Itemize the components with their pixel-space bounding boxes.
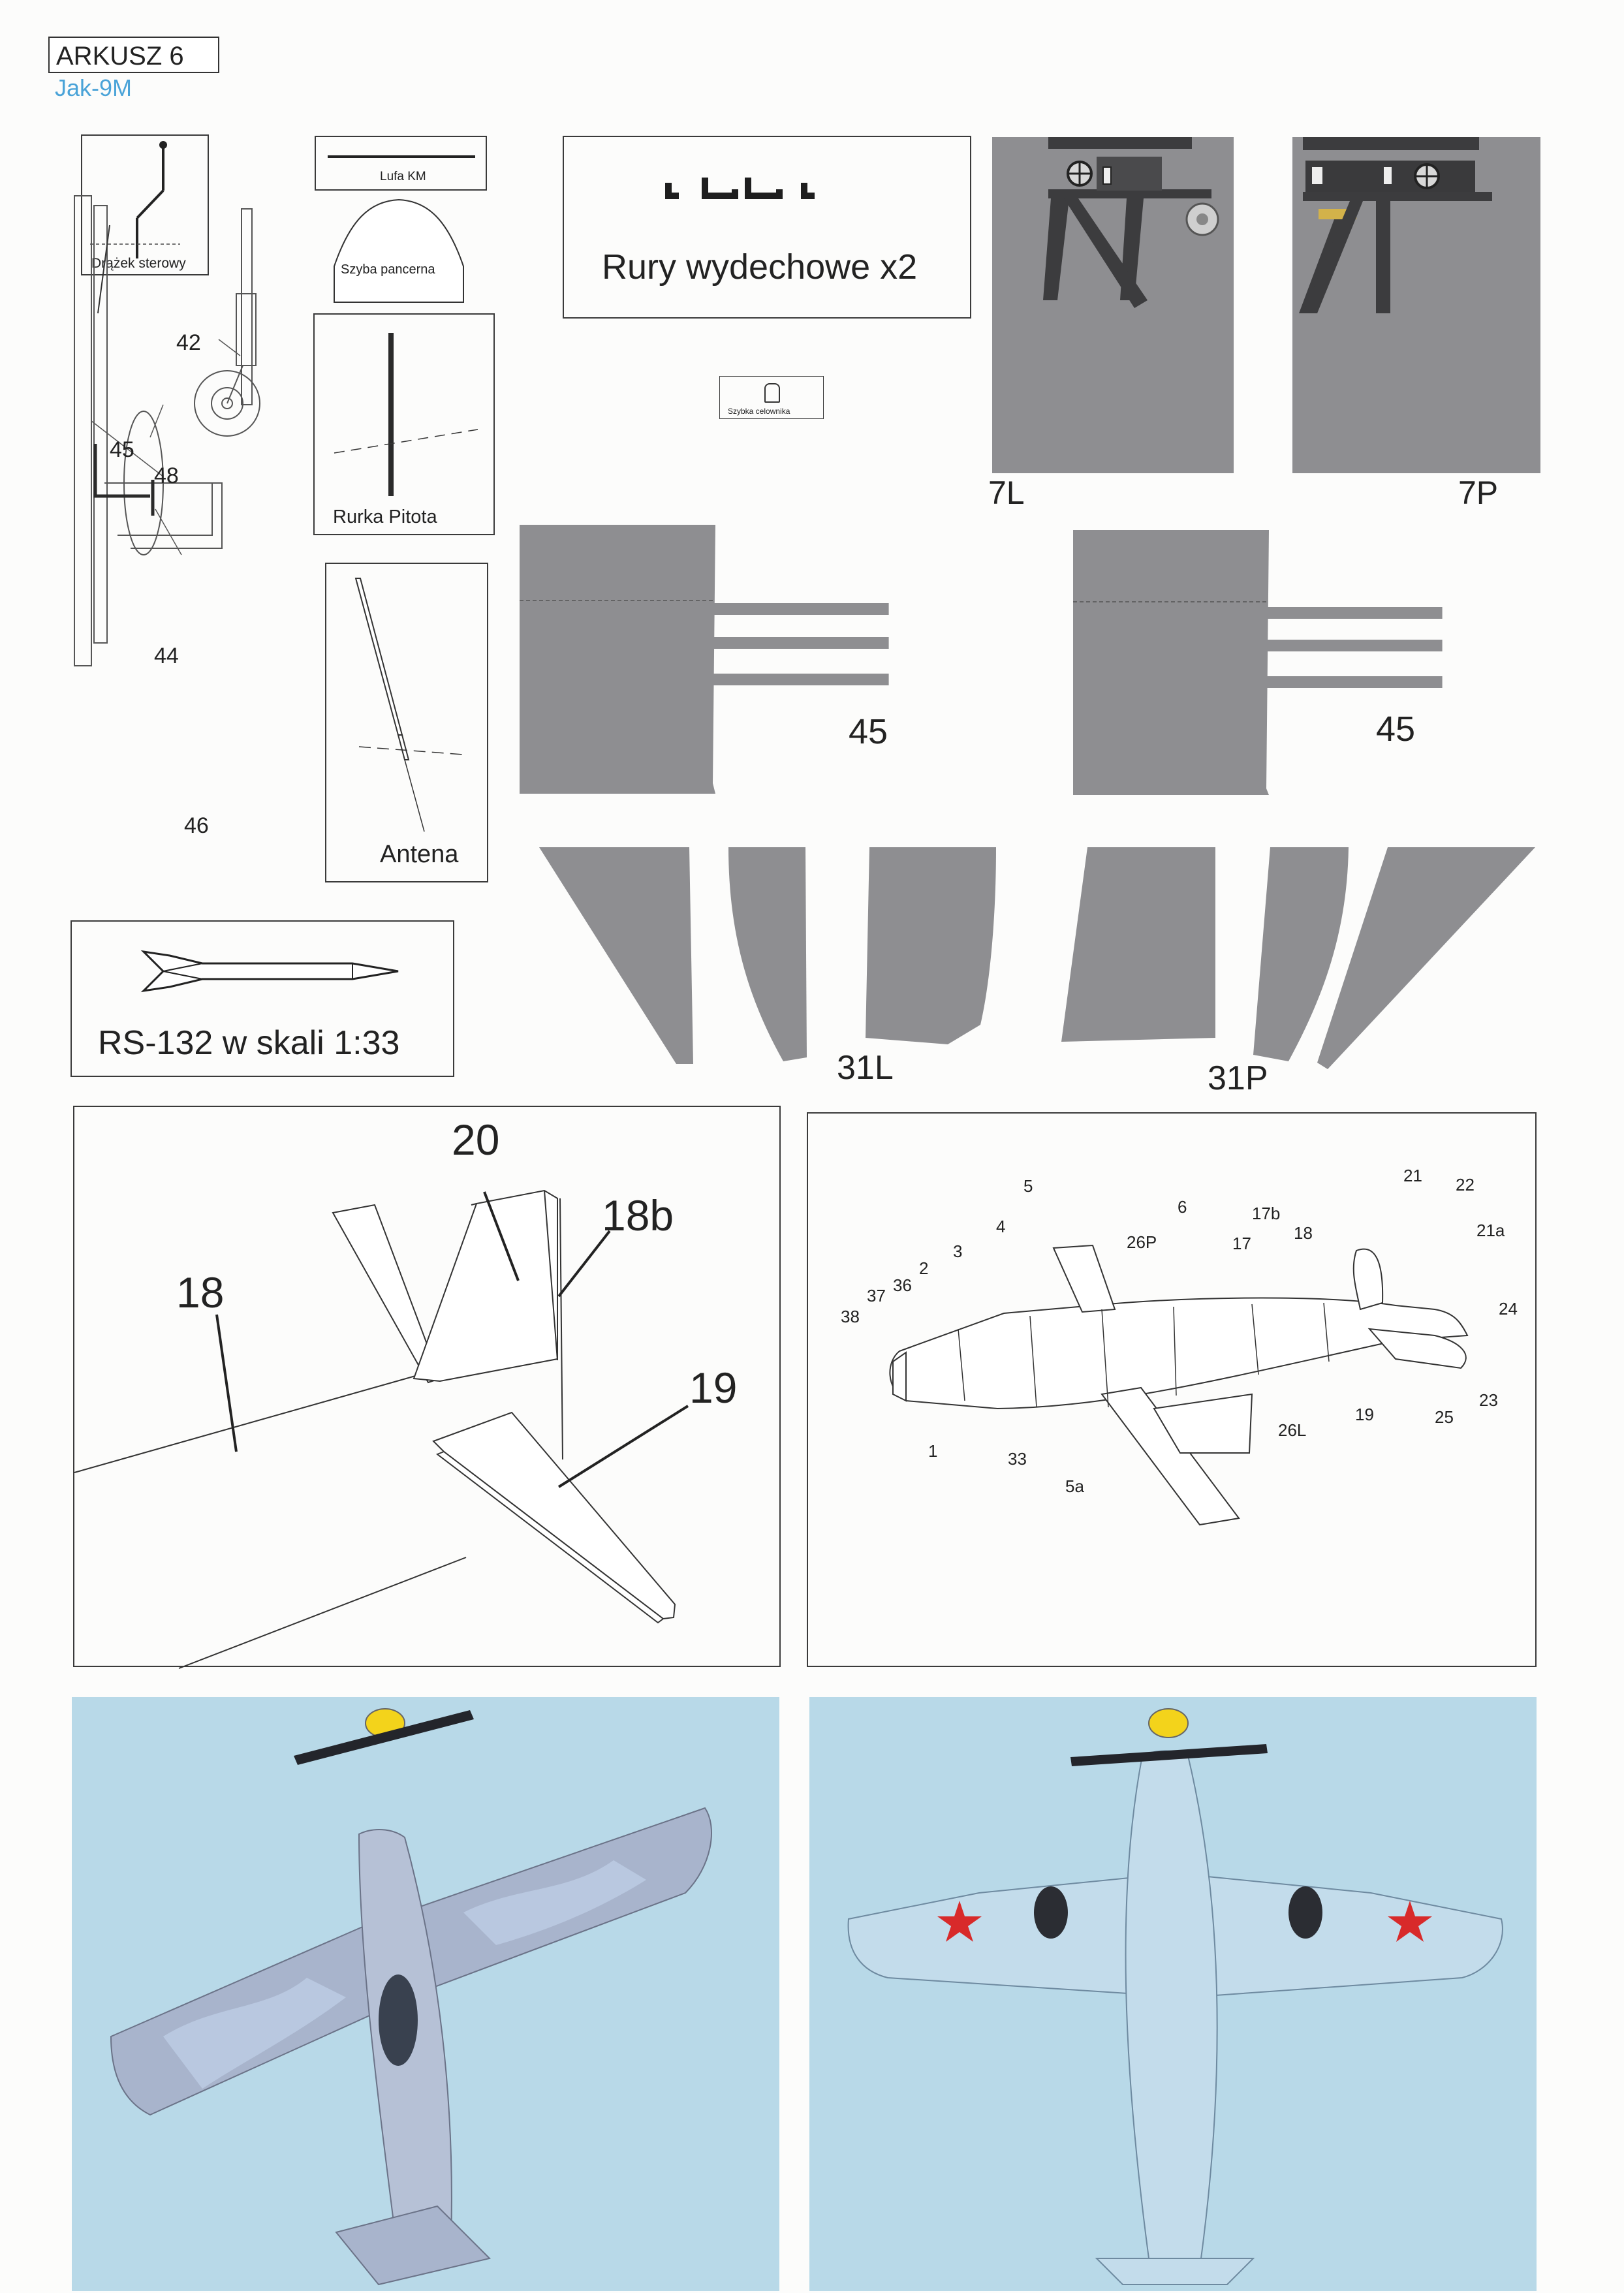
aircraft-bottom-view-image xyxy=(847,1708,1503,2285)
plane-38-label: 38 xyxy=(841,1307,860,1326)
plane-21a-label: 21a xyxy=(1476,1221,1505,1240)
plane-36-label: 36 xyxy=(893,1275,912,1295)
sheet-label: ARKUSZ 6 xyxy=(48,37,219,73)
sheet-label-text: ARKUSZ 6 xyxy=(56,42,184,70)
pitot-tube-label: Rurka Pitota xyxy=(333,507,437,527)
plane-18-label: 18 xyxy=(1294,1223,1313,1243)
plane-19-label: 19 xyxy=(1355,1405,1374,1424)
plane-3-label: 3 xyxy=(953,1241,963,1261)
barrel-label: Lufa KM xyxy=(380,170,426,183)
pitot-tube-part: Rurka Pitota xyxy=(313,313,495,535)
control-stick-part: Drążek sterowy xyxy=(81,134,209,275)
control-stick-drawing xyxy=(90,141,180,258)
part-7l-label: 7L xyxy=(988,475,1025,511)
part-46-label: 46 xyxy=(184,813,209,838)
pitot-dash xyxy=(334,429,478,454)
plane-4-label: 4 xyxy=(996,1217,1006,1236)
exhaust-pipes-label: Rury wydechowe x2 xyxy=(602,247,918,287)
rocket-label: RS-132 w skali 1:33 xyxy=(98,1024,400,1062)
part-44-label: 44 xyxy=(154,644,179,668)
part-45-label: 45 xyxy=(110,437,134,462)
rocket-drawing xyxy=(140,950,399,993)
tail-18b-label: 18b xyxy=(602,1191,674,1240)
control-stick-label: Drążek sterowy xyxy=(91,256,186,271)
cockpit-panel-7l xyxy=(992,137,1234,473)
parts-31 xyxy=(539,847,1535,1069)
plane-17-label: 17 xyxy=(1232,1234,1251,1253)
tail-assembly-drawing xyxy=(74,1189,689,1669)
armored-glass-label: Szyba pancerna xyxy=(341,262,435,277)
sight-glass-shape xyxy=(764,383,780,403)
plane-parts-diagram: 5 6 17b 21 22 4 26P 17 18 21a 3 2 36 37 … xyxy=(807,1112,1537,1667)
barrel-line xyxy=(328,155,475,158)
plane-5a-label: 5a xyxy=(1065,1476,1084,1496)
plane-21-label: 21 xyxy=(1403,1166,1422,1185)
plane-6-label: 6 xyxy=(1178,1197,1187,1217)
landing-gear-drawing xyxy=(74,195,260,666)
tail-19-label: 19 xyxy=(689,1364,738,1412)
cockpit-panel-7p xyxy=(1292,137,1540,473)
part-42-label: 42 xyxy=(176,330,201,355)
sight-glass-label: Szybka celownika xyxy=(728,407,790,416)
part-45-right xyxy=(1073,530,1443,795)
antenna-label: Antena xyxy=(380,841,459,868)
plane-5-label: 5 xyxy=(1023,1176,1033,1196)
rocket-part: RS-132 w skali 1:33 xyxy=(70,920,454,1077)
model-photo-top-view xyxy=(72,1697,779,2291)
tail-assembly-diagram: 20 18b 18 19 xyxy=(73,1106,781,1669)
part-45-left-label: 45 xyxy=(849,712,888,751)
plane-26l-label: 26L xyxy=(1278,1420,1307,1440)
aircraft-top-view-image xyxy=(110,1708,712,2286)
tail-18-label: 18 xyxy=(176,1268,225,1317)
plane-17b-label: 17b xyxy=(1252,1204,1281,1223)
armored-glass-drawing xyxy=(334,198,464,303)
model-name: Jak-9M xyxy=(55,74,133,101)
plane-25-label: 25 xyxy=(1435,1407,1454,1427)
antenna-part: Antena xyxy=(325,563,488,882)
plane-23-label: 23 xyxy=(1479,1390,1498,1410)
plane-parts-drawing xyxy=(889,1244,1469,1526)
part-31p-label: 31P xyxy=(1208,1059,1268,1097)
plane-1-label: 1 xyxy=(928,1441,938,1461)
tail-20-label: 20 xyxy=(452,1115,500,1164)
model-photo-bottom-view xyxy=(809,1697,1537,2291)
plane-33-label: 33 xyxy=(1008,1449,1027,1469)
plane-26p-label: 26P xyxy=(1127,1232,1157,1252)
exhaust-pipes-part: Rury wydechowe x2 xyxy=(563,136,971,319)
plane-2-label: 2 xyxy=(919,1258,929,1278)
part-45-right-label: 45 xyxy=(1376,710,1416,749)
exhaust-pipes-drawing xyxy=(665,178,815,199)
antenna-drawing xyxy=(354,578,464,832)
plane-22-label: 22 xyxy=(1456,1175,1475,1194)
barrel-part: Lufa KM xyxy=(315,136,487,191)
plane-37-label: 37 xyxy=(867,1286,886,1305)
sight-glass-part: Szybka celownika xyxy=(719,376,824,419)
part-31l-label: 31L xyxy=(837,1049,894,1087)
part-48-label: 48 xyxy=(154,463,179,488)
part-7p-label: 7P xyxy=(1458,475,1499,511)
pitot-tube-line xyxy=(388,333,394,496)
plane-24-label: 24 xyxy=(1499,1299,1518,1318)
part-45-left xyxy=(520,525,889,794)
